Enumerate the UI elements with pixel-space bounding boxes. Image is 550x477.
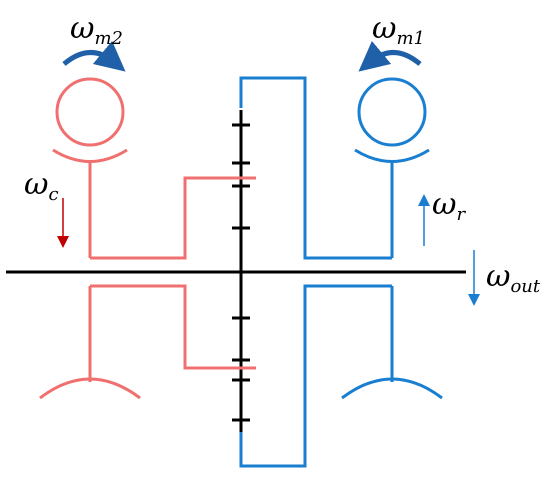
rotation-arrow-m2: [62, 40, 126, 72]
carrier-red: [39, 77, 256, 400]
label-omega-c: ωc: [24, 167, 59, 205]
rotation-arrow-m1: [358, 40, 422, 72]
label-omega-m1: ωm1: [372, 11, 425, 49]
label-omega-out: ωout: [486, 259, 541, 297]
label-omega-m2: ωm2: [70, 11, 123, 49]
ring-blue: [239, 76, 443, 468]
planet-gears: [232, 123, 250, 422]
label-omega-r: ωr: [432, 187, 466, 225]
